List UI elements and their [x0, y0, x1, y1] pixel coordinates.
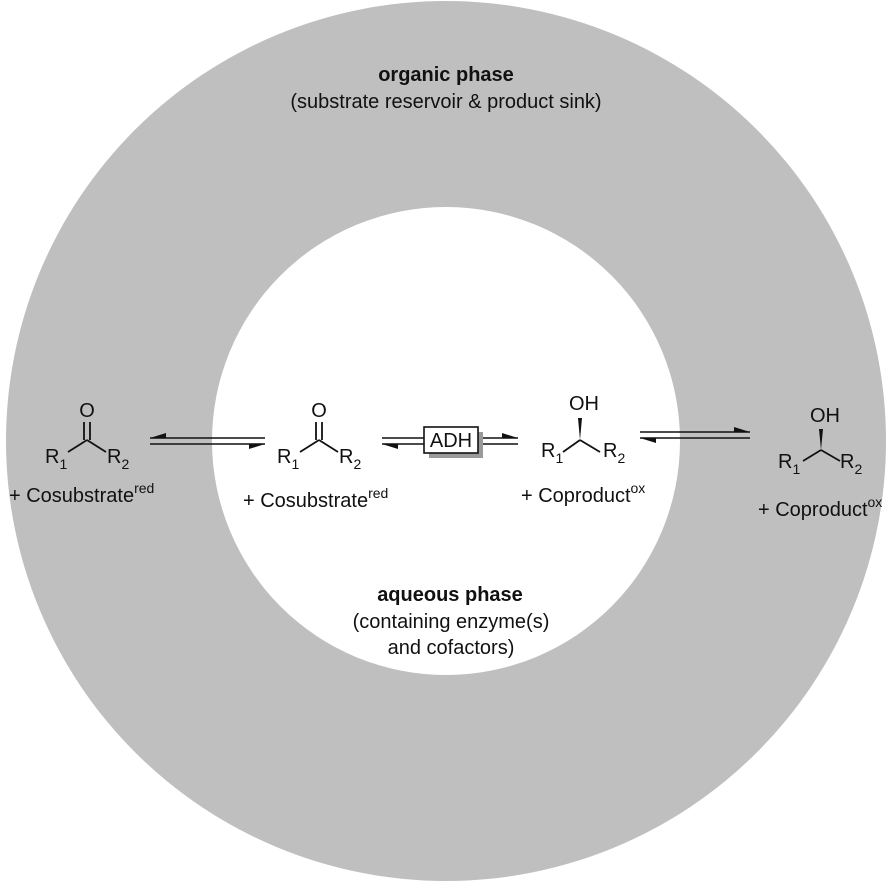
- equilibrium-arrow-right: [640, 427, 750, 443]
- alcohol-aqueous: OH R1 R2: [541, 393, 625, 466]
- alcohol-aqueous-hydroxyl: OH: [569, 393, 599, 415]
- alcohol-organic-r2: R2: [840, 451, 862, 477]
- cosubstrate-aqueous-label: + Cosubstratered: [243, 485, 388, 512]
- adh-enzyme-box: ADH: [423, 426, 483, 458]
- ketone-organic-r1: R1: [45, 446, 67, 472]
- organic-phase-title: organic phase: [378, 64, 514, 86]
- ketone-organic: O R1 R2: [45, 400, 129, 472]
- aqueous-phase-line1: (containing enzyme(s): [353, 611, 550, 633]
- aqueous-phase-line2: and cofactors): [388, 637, 515, 659]
- alcohol-organic: OH R1 R2: [778, 405, 862, 477]
- ketone-aqueous: O R1 R2: [277, 400, 361, 472]
- ketone-aqueous-r1: R1: [277, 446, 299, 472]
- coproduct-organic-label: + Coproductox: [758, 494, 882, 521]
- cosubstrate-organic-label: + Cosubstratered: [9, 480, 154, 507]
- aqueous-phase-title: aqueous phase: [377, 584, 523, 606]
- ketone-aqueous-oxygen: O: [311, 400, 327, 422]
- ketone-organic-oxygen: O: [79, 400, 95, 422]
- equilibrium-arrow-left: [150, 433, 265, 449]
- alcohol-aqueous-r1: R1: [541, 440, 563, 466]
- alcohol-organic-hydroxyl: OH: [810, 405, 840, 427]
- adh-label: ADH: [430, 430, 472, 452]
- alcohol-organic-r1: R1: [778, 451, 800, 477]
- organic-phase-subtitle: (substrate reservoir & product sink): [290, 91, 601, 113]
- alcohol-aqueous-r2: R2: [603, 440, 625, 466]
- adh-equilibrium-arrow: [382, 433, 518, 449]
- ketone-organic-r2: R2: [107, 446, 129, 472]
- coproduct-aqueous-label: + Coproductox: [521, 480, 645, 507]
- ketone-aqueous-r2: R2: [339, 446, 361, 472]
